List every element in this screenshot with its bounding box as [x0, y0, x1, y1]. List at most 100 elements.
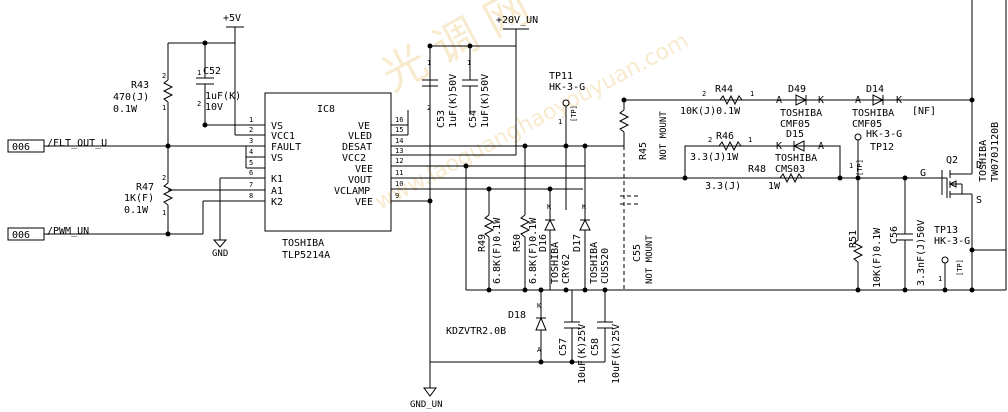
ic8-pin10-num: 10: [395, 180, 403, 188]
ic8-pin4-name: VS: [271, 153, 283, 164]
ic8-pin12-name: VEE: [355, 164, 373, 175]
r43-pin2: 2: [162, 72, 166, 80]
r43-value: 470(J): [113, 92, 149, 103]
gnd-label: GND: [212, 249, 228, 259]
ic8-pin2-name: VCC1: [271, 131, 295, 142]
q2-gate-label: G: [920, 168, 926, 179]
d14-k: K: [896, 95, 902, 106]
resistor-r44: R44 10K(J)0.1W 2 1: [680, 84, 754, 117]
ic8-pin13-name: VCC2: [342, 153, 366, 164]
c57-value: 10uF(K)25V: [577, 324, 588, 384]
tp11-tag: [TP]: [570, 105, 578, 122]
gnd-un-label: GND_UN: [410, 400, 443, 410]
ic8-pin15-name: VLED: [348, 131, 372, 142]
resistor-r43: 2 1 R43 470(J) 0.1W: [113, 72, 174, 115]
capacitor-c52: 1 2 C52 1uF(K) 10V: [196, 66, 241, 125]
resistor-r47: 2 1 R47 1K(F) 0.1W: [124, 174, 174, 217]
ic8-pin11-name: VOUT: [348, 175, 372, 186]
c58-value: 10uF(K)25V: [611, 324, 622, 384]
c58-ref: C58: [590, 338, 601, 356]
d49-ref: D49: [788, 84, 806, 95]
diode-d17: D17 TOSHIBA CUS520 K: [572, 166, 611, 290]
ic8-part: TLP5214A: [282, 250, 330, 261]
ic8-pin14-name: DESAT: [342, 142, 372, 153]
d49-part: CMF05: [780, 119, 810, 130]
tp12-pin: 1: [849, 162, 853, 170]
ic8-pin8-name: K2: [271, 197, 283, 208]
testpoint-tp12: TP12 HK-3-G [TP] 1: [849, 129, 902, 178]
power-5v: +5V: [223, 13, 244, 43]
capacitor-c54: 1 C54 1uF(K)50V: [462, 46, 491, 128]
r44-ref: R44: [715, 84, 733, 95]
ic8-pin9-num: 9: [395, 192, 399, 200]
d15-part: CMS03: [775, 164, 805, 175]
d17-ref: D17: [572, 234, 583, 252]
r47-ref: R47: [136, 182, 154, 193]
power-20v-label: +20V_UN: [496, 15, 538, 26]
d18-a: A: [537, 346, 542, 354]
c52-pin2: 2: [197, 100, 201, 108]
port-pwm-num: 006: [12, 230, 30, 241]
diode-d16: D16 TOSHIBA CRY62 K: [538, 189, 572, 290]
resistor-r48: R48 3.3(J) 1W: [705, 164, 803, 192]
tp13-pin: 1: [938, 275, 942, 283]
ic8-pin4-num: 4: [249, 148, 253, 156]
c56-value: 3.3nF(J)50V: [916, 220, 927, 286]
c53-pin1: 1: [427, 59, 431, 67]
r50-value: 6.8K(F)0.1W: [528, 217, 539, 284]
tp11-value: HK-3-G: [549, 82, 585, 93]
r47-power: 0.1W: [124, 205, 149, 216]
r50-ref: R50: [512, 234, 523, 252]
d14-part: CMF05: [852, 119, 882, 130]
d14-ref: D14: [866, 84, 884, 95]
tp12-tag: [TP]: [856, 159, 864, 176]
r46-pin2: 2: [708, 136, 712, 144]
diode-d15: D15 TOSHIBA CMS03 K A: [775, 129, 824, 175]
r45-note: NOT MOUNT: [659, 111, 669, 160]
d15-a: A: [818, 141, 824, 152]
r46-pin1: 1: [748, 136, 752, 144]
c53-ref: C53: [436, 110, 447, 128]
c55-note: NOT MOUNT: [645, 235, 655, 284]
power-5v-label: +5V: [223, 13, 241, 24]
d15-ref: D15: [786, 129, 804, 140]
d49-a: A: [776, 95, 782, 106]
gnd-un-symbol: GND_UN: [410, 387, 443, 410]
ic8-pin10-name: VCLAMP: [334, 186, 370, 197]
r44-pin2: 2: [702, 90, 706, 98]
resistor-r49: R49 6.8K(F)0.1W: [477, 189, 503, 290]
d18-k: K: [537, 302, 542, 310]
q2-source: S: [976, 195, 982, 206]
d17-k: K: [582, 203, 587, 211]
diode-d14: D14 TOSHIBA CMF05 [NF] A K: [852, 84, 936, 130]
r47-pin2: 2: [162, 174, 166, 182]
ic8-ref: IC8: [317, 104, 335, 115]
r43-power: 0.1W: [113, 104, 138, 115]
r44-value: 10K(J)0.1W: [680, 106, 741, 117]
r49-value: 6.8K(F)0.1W: [492, 217, 503, 284]
d15-k: K: [776, 141, 782, 152]
c53-pin2: 2: [427, 104, 431, 112]
d49-maker: TOSHIBA: [780, 108, 822, 119]
c54-ref: C54: [468, 110, 479, 128]
resistor-r51: R51 10K(F)0.1W: [848, 178, 883, 290]
r48-value: 3.3(J): [705, 181, 741, 192]
r43-ref: R43: [131, 80, 149, 91]
ic8-pin1-num: 1: [249, 116, 253, 124]
q2-part: TW070J120B: [990, 122, 1001, 182]
r46-value: 3.3(J)1W: [690, 152, 739, 163]
ic8-pin5-num: 5: [249, 159, 253, 167]
port-pwm-label: /PWM_UN: [47, 226, 89, 237]
r48-ref: R48: [748, 164, 766, 175]
r51-ref: R51: [848, 230, 859, 248]
q2-drain: D: [976, 160, 982, 171]
c53-value: 1uF(K)50V: [448, 74, 459, 128]
d14-maker: TOSHIBA: [852, 108, 894, 119]
c52-ref: C52: [203, 66, 221, 77]
tp13-value: HK-3-G: [934, 236, 970, 247]
ic8-pin7-num: 7: [249, 181, 253, 189]
diode-d49: D49 TOSHIBA CMF05 A K: [776, 84, 824, 130]
power-20v: +20V_UN: [496, 15, 538, 46]
ic8-pin14-num: 14: [395, 137, 403, 145]
